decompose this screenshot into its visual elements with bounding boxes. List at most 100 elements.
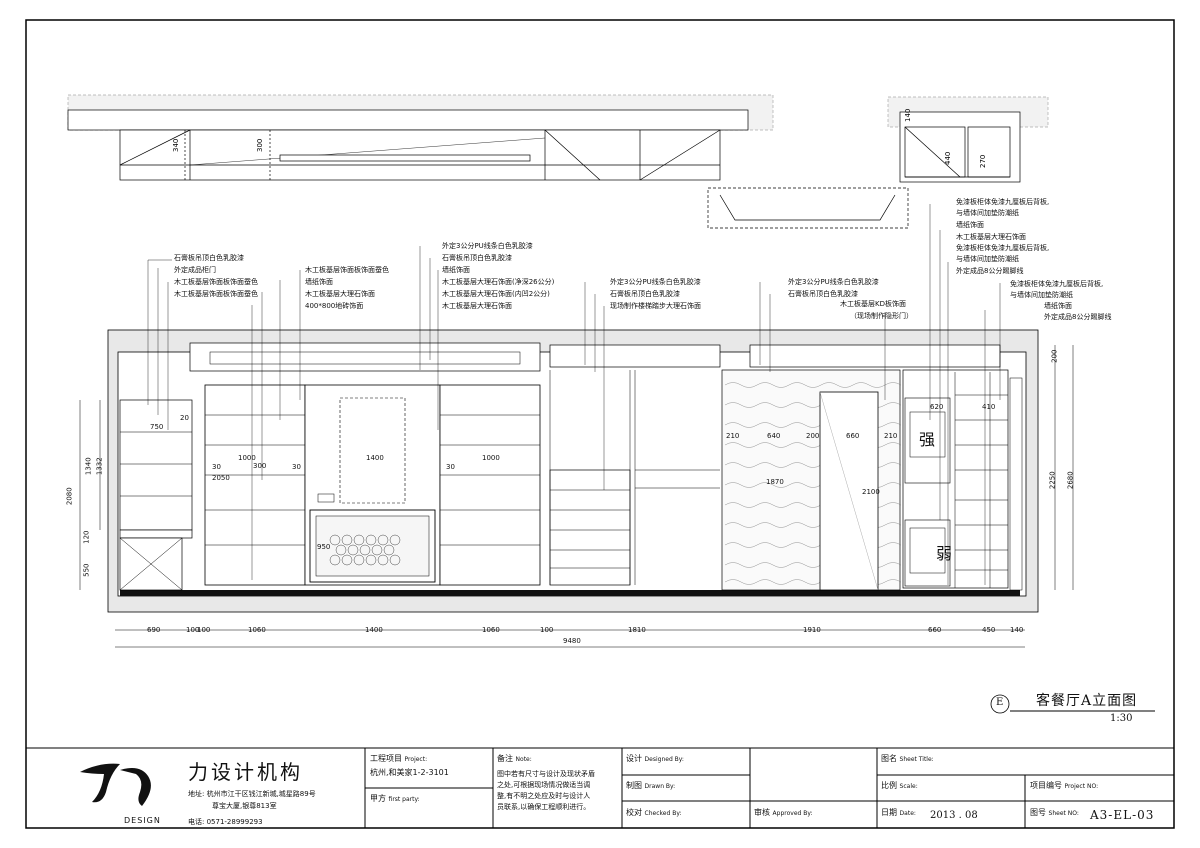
approved-label-cn: 审核 <box>754 808 770 817</box>
left-dim-1340: 1340 <box>84 457 93 476</box>
note-5b-1: 木工板基层KD板饰面 <box>840 300 906 308</box>
company-phone: 电话: 0571-28999293 <box>188 818 263 826</box>
sheet-title-label-cn: 图名 <box>881 754 897 763</box>
note-4-1: 外定3公分PU线条白色乳胶漆 <box>610 278 701 286</box>
sheet-no-label-cn: 图号 <box>1030 808 1046 817</box>
bottom-dim-140: 140 <box>1010 626 1024 634</box>
inner-dim-750: 750 <box>150 423 164 431</box>
date-label: 日期 Date: <box>881 808 916 818</box>
bottom-dim-1400: 1400 <box>365 626 383 634</box>
sheet-no-value: A3-EL-03 <box>1090 808 1155 822</box>
note-label: 备注 Note: <box>497 754 532 764</box>
drawn-label-en: Drawn By: <box>644 783 676 790</box>
project-value: 杭州,和美家1-2-3101 <box>370 768 449 777</box>
inner-dim-1000a: 1000 <box>238 454 256 462</box>
inner-dim-210b: 210 <box>884 432 898 440</box>
inner-dim-950: 950 <box>317 543 331 551</box>
sheet-title-label: 图名 Sheet Title: <box>881 754 934 764</box>
note-7-4: 外定成品8公分踢脚线 <box>1044 313 1112 321</box>
right-dim-2680: 2680 <box>1066 471 1075 490</box>
logo-text: DESIGN <box>124 816 161 825</box>
note-1-1: 石膏板吊顶白色乳胶漆 <box>174 254 244 262</box>
note-1-2: 外定成品柜门 <box>174 266 216 274</box>
left-dim-1332: 1332 <box>95 457 104 476</box>
plan-strip-right <box>707 96 1049 229</box>
bottom-dim-100a: 100 <box>186 626 200 634</box>
bottom-dim-100b: 100 <box>197 626 211 634</box>
bottom-dim-660: 660 <box>928 626 942 634</box>
elevation <box>107 329 1039 613</box>
right-dim-2250: 2250 <box>1048 471 1057 490</box>
bottom-dim-1810: 1810 <box>628 626 646 634</box>
note-1-4: 木工板基层饰面板饰面蚕色 <box>174 290 258 298</box>
bottom-dim-690: 690 <box>147 626 161 634</box>
company-address-2: 尊宝大厦,银尊813室 <box>212 802 277 810</box>
drawn-label: 制图 Drawn By: <box>626 781 675 791</box>
note-4-3: 现场制作楼梯踏步大理石饰面 <box>610 302 701 310</box>
inner-dim-1400: 1400 <box>366 454 384 462</box>
note-label-en: Note: <box>515 756 532 763</box>
note-2-3: 木工板基层大理石饰面 <box>305 290 375 298</box>
plan-dim-440: 440 <box>944 152 952 165</box>
project-no-label-cn: 项目编号 <box>1030 781 1062 790</box>
checked-label-cn: 校对 <box>626 808 642 817</box>
sheet-no-label: 图号 Sheet NO: <box>1030 808 1079 818</box>
sheet-no-label-en: Sheet NO: <box>1048 810 1079 817</box>
note-1-3: 木工板基层饰面板饰面蚕色 <box>174 278 258 286</box>
note-3-1: 外定3公分PU线条白色乳胶漆 <box>442 242 533 250</box>
inner-dim-2100: 2100 <box>862 488 880 496</box>
scale-label: 比例 Scale: <box>881 781 918 791</box>
date-value: 2013 . 08 <box>930 810 978 821</box>
inner-dim-660: 660 <box>846 432 860 440</box>
inner-dim-2050: 2050 <box>212 474 230 482</box>
inner-dim-620: 620 <box>930 403 944 411</box>
inner-dim-1000b: 1000 <box>482 454 500 462</box>
note-line-4: 员联系,以确保工程顺利进行。 <box>497 803 591 811</box>
note-7-3: 墙纸饰面 <box>1044 302 1072 310</box>
left-dim-120: 120 <box>82 530 91 544</box>
note-line-3: 整,有不明之处应及时与设计人 <box>497 792 591 800</box>
inner-dim-640: 640 <box>767 432 781 440</box>
party-label: 甲方 first party: <box>370 794 420 804</box>
bottom-dim-1910: 1910 <box>803 626 821 634</box>
project-no-label-en: Project NO: <box>1064 783 1099 790</box>
note-5-2: 石膏板吊顶白色乳胶漆 <box>788 290 858 298</box>
note-6-1: 免漆板柜体免漆九厘板后背板, <box>956 198 1050 206</box>
note-6-3: 墙纸饰面 <box>956 221 984 229</box>
company-name: 力设计机构 <box>188 760 303 784</box>
company-address: 地址: 杭州市江干区钱江新城,城星路89号 <box>188 790 316 798</box>
note-2-1: 木工板基层饰面板饰面蚕色 <box>305 266 389 274</box>
plan-strip <box>67 94 774 181</box>
bottom-dim-1060b: 1060 <box>482 626 500 634</box>
approved-label: 审核 Approved By: <box>754 808 812 818</box>
date-label-cn: 日期 <box>881 808 897 817</box>
left-dimension-lines <box>79 345 1074 590</box>
bottom-dimension-lines <box>115 629 1025 648</box>
note-6-2: 与墙体间加垫防潮纸 <box>956 209 1019 217</box>
note-6-6: 与墙体间加垫防潮纸 <box>956 255 1019 263</box>
section-ref-letter: E <box>996 697 1004 708</box>
note-6-7: 外定成品8公分踢脚线 <box>956 267 1024 275</box>
note-3-5: 木工板基层大理石饰面(内凹2公分) <box>442 290 550 298</box>
inner-dim-30a: 30 <box>212 463 221 471</box>
inner-dim-30c: 30 <box>446 463 455 471</box>
party-label-cn: 甲方 <box>370 794 386 803</box>
total-dim-9480: 9480 <box>563 637 581 645</box>
project-label-cn: 工程项目 <box>370 754 402 763</box>
note-3-6: 木工板基层大理石饰面 <box>442 302 512 310</box>
note-7-1: 免漆板柜体免漆九厘板后背板, <box>1010 280 1104 288</box>
note-3-2: 石膏板吊顶白色乳胶漆 <box>442 254 512 262</box>
project-label: 工程项目 Project: <box>370 754 427 764</box>
inner-dim-30b: 30 <box>292 463 301 471</box>
plan-dim-340: 340 <box>172 139 180 152</box>
inner-dim-410: 410 <box>982 403 996 411</box>
note-2-2: 墙纸饰面 <box>305 278 333 286</box>
design-label-cn: 设计 <box>626 754 642 763</box>
leader-lines <box>147 204 1001 585</box>
note-5-1: 外定3公分PU线条白色乳胶漆 <box>788 278 879 286</box>
inner-dim-300: 300 <box>253 462 267 470</box>
note-label-cn: 备注 <box>497 754 513 763</box>
note-2-4: 400*800地砖饰面 <box>305 302 364 310</box>
label-strong: 强 <box>919 430 936 449</box>
